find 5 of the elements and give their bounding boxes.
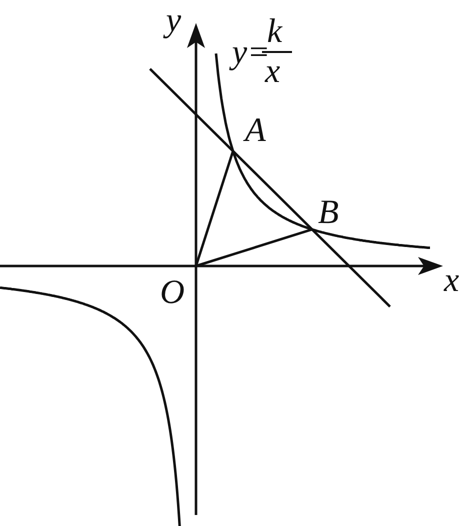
origin-label: O (160, 276, 185, 310)
point-label: A (245, 114, 266, 148)
axis-label: x (444, 264, 460, 298)
numerator-text: k (267, 15, 282, 49)
point-label: B (318, 196, 339, 230)
